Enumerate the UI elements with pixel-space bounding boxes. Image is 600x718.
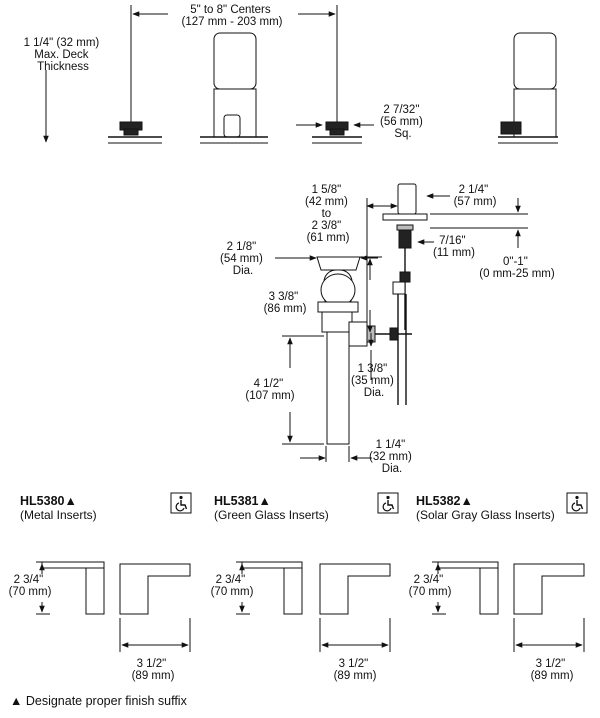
body-height-label: 3 3/8" (86 mm)	[264, 291, 307, 315]
handle-section-3: HL5382▲ (Solar Gray Glass Inserts) 2 3/4…	[409, 492, 588, 682]
handle-insert: (Metal Inserts)	[20, 508, 97, 522]
deck-thickness-label: 1 1/4" (32 mm) Max. Deck Thickness	[24, 37, 103, 73]
handle-model: HL5382▲	[416, 494, 473, 508]
centers-label: 5" to 8" Centers (127 mm - 203 mm)	[182, 4, 283, 28]
handle-lever-right	[319, 563, 391, 615]
handle-insert: (Green Glass Inserts)	[214, 508, 329, 522]
handle-lever-right	[513, 563, 585, 615]
right-valve	[296, 121, 374, 144]
handle-height-label: 2 3/4" (70 mm)	[211, 574, 254, 598]
handle-insert: (Solar Gray Glass Inserts)	[416, 508, 555, 522]
top-view: 1 1/4" (32 mm) Max. Deck Thickness 5" to…	[24, 3, 558, 144]
tail-dia-label: 1 1/4" (32 mm) Dia.	[369, 439, 415, 475]
handle-section-2: HL5381▲ (Green Glass Inserts) 2 3/4" (70…	[211, 492, 399, 682]
handle-model: HL5380▲	[20, 494, 77, 508]
handle-length-label: 3 1/2" (89 mm)	[132, 658, 175, 682]
handle-lever-left	[437, 561, 499, 615]
handle-length-label: 3 1/2" (89 mm)	[531, 658, 574, 682]
handle-lever-left	[241, 561, 303, 615]
handle-height-label: 2 3/4" (70 mm)	[409, 574, 452, 598]
handle-length-label: 3 1/2" (89 mm)	[334, 658, 377, 682]
wheelchair-icon	[170, 492, 192, 514]
handle-model: HL5381▲	[214, 494, 271, 508]
drain-view: 1 5/8" (42 mm) to 2 3/8" (61 mm) 2 1/4" …	[220, 183, 555, 475]
flange-dia-label: 2 1/8" (54 mm) Dia.	[220, 241, 266, 277]
handle-height-label: 2 3/4" (70 mm)	[9, 574, 52, 598]
side-spout	[498, 32, 558, 144]
spout	[200, 32, 268, 144]
popup-rod	[382, 183, 428, 405]
cap-width-label: 2 1/4" (57 mm)	[454, 184, 497, 208]
tail-length-label: 4 1/2" (107 mm)	[245, 378, 294, 402]
handle-lever-left	[41, 561, 105, 615]
square-label: 2 7/32" (56 mm) Sq.	[380, 104, 426, 140]
handle-section-1: HL5380▲ (Metal Inserts) 2 3/4" (70 mm) 3…	[9, 492, 192, 682]
wheelchair-icon	[377, 492, 399, 514]
rod-spread-label: 1 5/8" (42 mm) to 2 3/8" (61 mm)	[305, 184, 351, 244]
wheelchair-icon	[566, 492, 588, 514]
finish-suffix-note: ▲ Designate proper finish suffix	[10, 694, 188, 708]
centers-label-bg	[168, 3, 298, 27]
handle-lever-right	[119, 563, 191, 615]
adjust-label: 0"-1" (0 mm-25 mm)	[479, 256, 555, 280]
pivot-dia-label: 1 3/8" (35 mm) Dia.	[351, 363, 397, 399]
left-valve	[108, 121, 162, 144]
nut-label: 7/16" (11 mm)	[433, 235, 475, 259]
